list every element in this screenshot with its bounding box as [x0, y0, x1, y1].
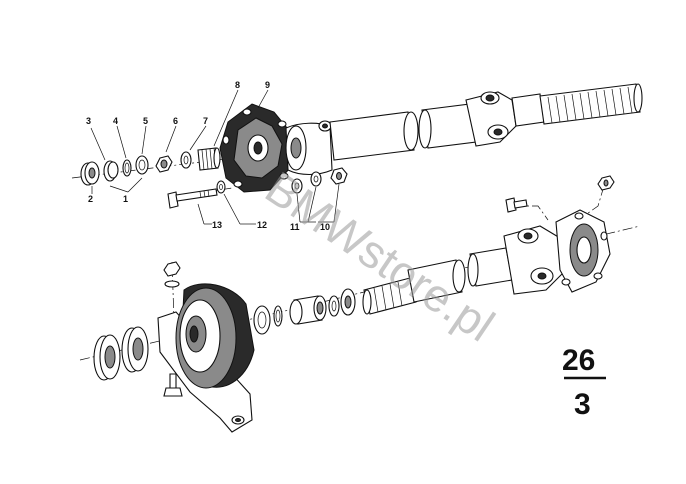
- mount-bolt: [163, 373, 183, 397]
- part-7-washer: [180, 151, 192, 169]
- label-12: 12: [257, 220, 267, 230]
- group-number-block: 26 3: [562, 344, 606, 421]
- small-bolt-centre-line: [514, 205, 549, 221]
- part-2-cap: [80, 161, 100, 186]
- lower-flange: [555, 209, 611, 293]
- lower-universal-joint: [503, 225, 567, 295]
- flange-bolt: [505, 197, 528, 213]
- upper-universal-joint: [465, 91, 545, 147]
- part-4-circlip: [122, 159, 132, 177]
- upper-splined-shaft: [539, 83, 643, 125]
- small-nut-centre-line: [583, 185, 605, 217]
- part-9-flexible-disc: [219, 103, 293, 193]
- part-11-washers: [291, 171, 322, 194]
- part-12-washer: [216, 180, 226, 194]
- lower-spacer-ring: [328, 295, 340, 317]
- part-labels: 3 4 5 6 7 8 9 2 1 13 12 11 10: [86, 80, 330, 232]
- part-6-nut: [155, 155, 173, 173]
- flange-nut: [597, 175, 615, 191]
- label-6: 6: [173, 116, 178, 126]
- group-number: 26: [562, 344, 595, 377]
- label-2: 2: [88, 194, 93, 204]
- lower-ball-bearing-inner: [121, 326, 149, 373]
- part-8-centering-sleeve: [197, 147, 221, 171]
- label-9: 9: [265, 80, 270, 90]
- upper-shaft-flange: [285, 120, 333, 176]
- lower-circlip: [273, 305, 283, 327]
- label-5: 5: [143, 116, 148, 126]
- label-4: 4: [113, 116, 118, 126]
- label-3: 3: [86, 116, 91, 126]
- sub-number: 3: [574, 388, 591, 421]
- centre-bearing-rubber-mount: [175, 283, 255, 389]
- part-13-bolt: [167, 188, 218, 209]
- label-10: 10: [320, 222, 330, 232]
- label-8: 8: [235, 80, 240, 90]
- label-11: 11: [290, 222, 300, 232]
- lower-bearing-ring: [340, 288, 356, 316]
- part-5-ring: [135, 155, 149, 175]
- label-7: 7: [203, 116, 208, 126]
- label-13: 13: [212, 220, 222, 230]
- lower-ball-bearing-outer: [93, 334, 121, 381]
- upper-leader-lines: [90, 89, 340, 225]
- label-1: 1: [123, 194, 128, 204]
- mount-nut: [163, 261, 181, 288]
- lower-dust-sleeve: [289, 295, 327, 325]
- upper-shaft-tube: [329, 103, 477, 161]
- lower-shaft-tube: [407, 247, 513, 303]
- part-3-ring: [103, 160, 119, 182]
- part-10-nut: [330, 167, 348, 185]
- lower-seal-ring-1: [253, 305, 271, 335]
